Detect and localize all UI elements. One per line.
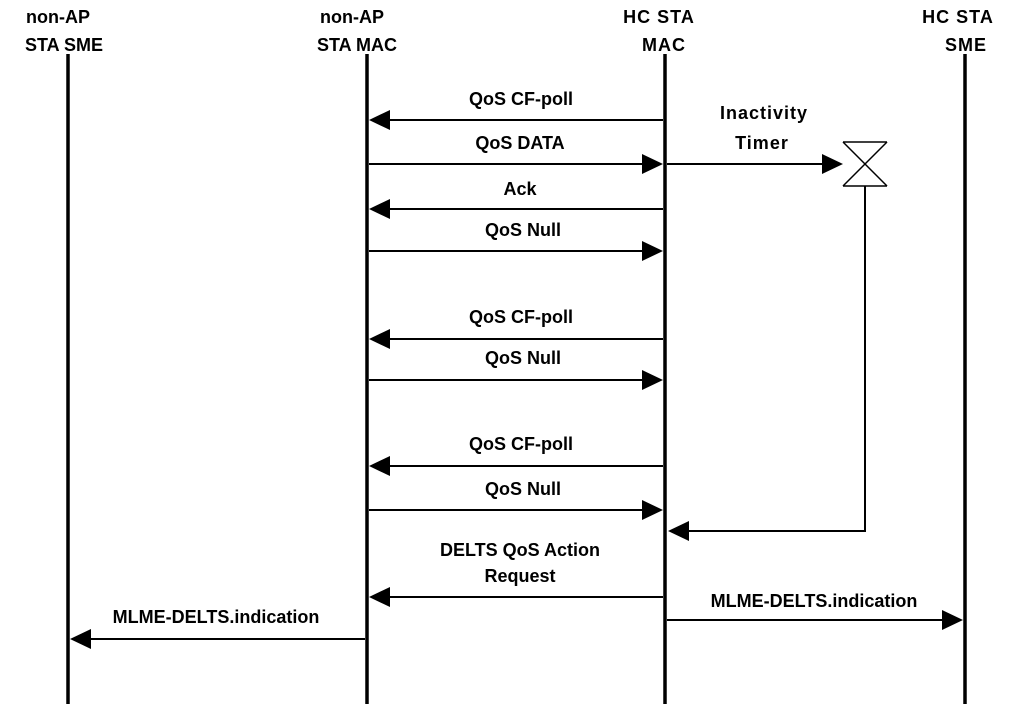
- timer-expiry-line: [687, 186, 866, 532]
- message-label: QoS Null: [485, 479, 561, 499]
- participant-sta-mac-line2: STA MAC: [317, 35, 397, 55]
- participant-sta-sme-line2: STA SME: [25, 35, 103, 55]
- arrowhead-left: [369, 587, 390, 607]
- message-label-line1: DELTS QoS Action: [440, 540, 600, 560]
- message-label: QoS Null: [485, 348, 561, 368]
- message-label: Ack: [503, 179, 537, 199]
- arrowhead-right: [822, 154, 843, 174]
- participant-hc-sme-line1: HC STA: [922, 7, 994, 27]
- message-qos-cf-poll-1: QoS CF-poll: [369, 89, 663, 130]
- arrowhead-left: [369, 110, 390, 130]
- message-qos-cf-poll-3: QoS CF-poll: [369, 434, 663, 476]
- arrowhead-right: [642, 370, 663, 390]
- hourglass-timer-icon: [842, 141, 888, 187]
- message-qos-data: QoS DATA: [369, 133, 663, 174]
- arrowhead-left: [369, 329, 390, 349]
- arrowhead-left: [668, 521, 689, 541]
- message-label: QoS DATA: [475, 133, 564, 153]
- message-label: MLME-DELTS.indication: [113, 607, 320, 627]
- participant-hc-mac-line2: MAC: [642, 35, 686, 55]
- arrowhead-right: [642, 154, 663, 174]
- message-qos-null-2: QoS Null: [369, 348, 663, 390]
- participant-sta-mac-line1: non-AP: [320, 7, 384, 27]
- message-ack: Ack: [369, 179, 663, 219]
- message-label: QoS CF-poll: [469, 434, 573, 454]
- message-mlme-delts-indication-hc: MLME-DELTS.indication: [667, 591, 963, 630]
- participant-sta-sme-line1: non-AP: [26, 7, 90, 27]
- arrowhead-right: [642, 500, 663, 520]
- message-qos-cf-poll-2: QoS CF-poll: [369, 307, 663, 349]
- message-label: MLME-DELTS.indication: [711, 591, 918, 611]
- message-qos-null-3: QoS Null: [369, 479, 663, 520]
- arrowhead-left: [369, 199, 390, 219]
- message-label: QoS Null: [485, 220, 561, 240]
- arrowhead-right: [642, 241, 663, 261]
- inactivity-timer: Inactivity Timer: [667, 103, 888, 541]
- message-qos-null-1: QoS Null: [369, 220, 663, 261]
- timer-label-line2: Timer: [735, 133, 789, 153]
- arrowhead-right: [942, 610, 963, 630]
- message-delts-qos-action-request: DELTS QoS Action Request: [369, 540, 663, 607]
- message-label-line2: Request: [484, 566, 555, 586]
- arrowhead-left: [369, 456, 390, 476]
- message-mlme-delts-indication-sta: MLME-DELTS.indication: [70, 607, 365, 649]
- arrowhead-left: [70, 629, 91, 649]
- participant-hc-mac-line1: HC STA: [623, 7, 695, 27]
- message-label: QoS CF-poll: [469, 89, 573, 109]
- timer-label-line1: Inactivity: [720, 103, 808, 123]
- participant-hc-sme-line2: SME: [945, 35, 987, 55]
- message-label: QoS CF-poll: [469, 307, 573, 327]
